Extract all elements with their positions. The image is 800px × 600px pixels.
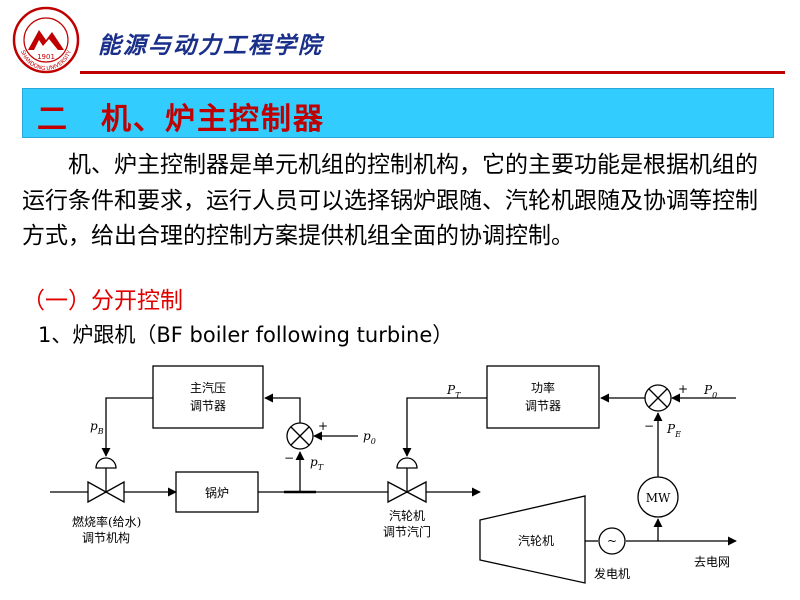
right-minus-sign: −	[644, 419, 654, 433]
p0-left-label: p0	[363, 429, 376, 446]
pe-label: PE	[666, 422, 681, 439]
pb-label: pB	[90, 419, 104, 436]
turbine-shape	[479, 495, 586, 584]
slide-title: 二 机、炉主控制器	[37, 102, 325, 137]
left-minus-sign: −	[284, 451, 294, 465]
main-pressure-label-1: 主汽压	[190, 380, 226, 395]
subheading: （一）分开控制	[22, 288, 183, 314]
generator-symbol	[598, 527, 626, 555]
item-title: 1、炉跟机（BF boiler following turbine）	[38, 323, 454, 347]
header-divider	[80, 71, 785, 74]
power-regulator-label-2: 调节器	[525, 399, 561, 413]
mw-label: MW	[646, 491, 671, 505]
turbine-valve-label-2: 调节汽门	[383, 524, 431, 539]
fuel-valve	[87, 480, 125, 504]
intro-paragraph: 机、炉主控制器是单元机组的控制机构，它的主要功能是根据机组的运行条件和要求，运行…	[22, 148, 778, 255]
boiler-label: 锅炉	[205, 485, 229, 500]
power-regulator-label-1: 功率	[531, 380, 555, 395]
generator-tilde: ~	[607, 534, 617, 548]
logo-year: 1901	[37, 53, 55, 61]
to-grid-label: 去电网	[694, 555, 730, 569]
fuel-mechanism-label: 调节机构	[82, 530, 130, 545]
university-logo: 1901 SHANDONG UNIVERSITY	[12, 6, 80, 74]
power-regulator-box	[486, 365, 600, 429]
main-pressure-label-2: 调节器	[190, 399, 226, 413]
paragraph-text: 机、炉主控制器是单元机组的控制机构，它的主要功能是根据机组的运行条件和要求，运行…	[22, 152, 758, 249]
right-plus-sign: +	[678, 382, 688, 396]
main-pressure-regulator-box	[152, 365, 264, 429]
title-banner: 二 机、炉主控制器	[22, 88, 774, 138]
slide-header: 1901 SHANDONG UNIVERSITY 能源与动力工程学院	[0, 0, 800, 80]
generator-label: 发电机	[594, 566, 630, 581]
left-plus-sign: +	[318, 419, 328, 433]
turbine-label: 汽轮机	[518, 533, 554, 548]
p0-right-label: P0	[703, 383, 717, 400]
fuel-rate-label: 燃烧率(给水)	[72, 514, 141, 529]
turbine-valve-label-1: 汽轮机	[389, 508, 425, 523]
school-name: 能源与动力工程学院	[98, 32, 323, 59]
pt-left-label: pT	[310, 455, 324, 472]
turbine-valve	[387, 480, 427, 504]
pt-right-label: PT	[446, 383, 461, 400]
